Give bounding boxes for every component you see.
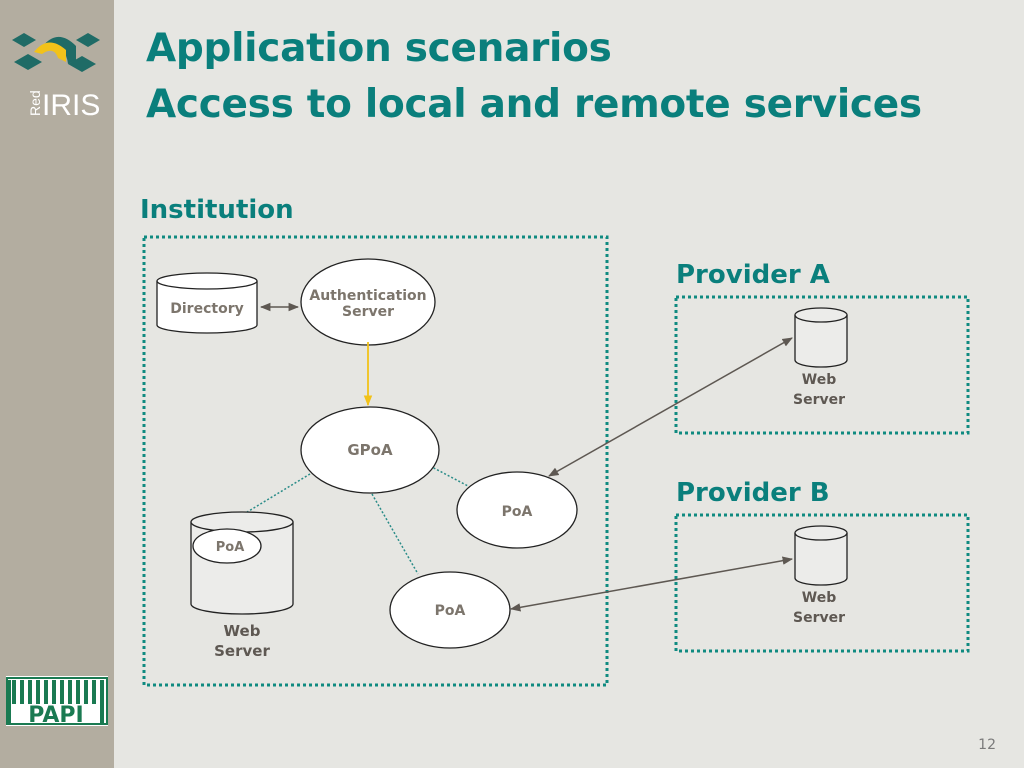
auth-server-label-line1: Authentication <box>309 288 426 304</box>
auth-server-label-line2: Server <box>342 304 394 320</box>
provider-b-server-label-line1: Web <box>802 590 836 606</box>
directory-label: Directory <box>170 301 243 317</box>
page-number: 12 <box>978 737 996 753</box>
papi-text: PAPI <box>28 703 83 726</box>
embedded-poa-label: PoA <box>216 540 245 555</box>
slide-title-line2: Access to local and remote services <box>146 82 922 127</box>
local-web-server-label-line1: Web <box>224 622 261 640</box>
directory-node[interactable]: Directory <box>156 272 258 334</box>
logo-diamond-right <box>76 33 100 47</box>
papi-logo: PAPI <box>6 676 108 726</box>
gpoa-node[interactable]: GPoA <box>300 406 440 494</box>
embedded-poa-node[interactable]: PoA <box>192 528 262 564</box>
provider-a-server-label-line1: Web <box>802 372 836 388</box>
gpoa-label: GPoA <box>347 441 393 459</box>
provider-a-label: Provider A <box>676 260 830 290</box>
gpoa-to-right-poa-link <box>429 465 469 487</box>
gpoa-to-embedded-poa-link <box>223 473 311 527</box>
provider-b-web-server-node[interactable]: Web Server <box>793 525 848 626</box>
logo-red-text: Red <box>27 90 43 116</box>
institution-label: Institution <box>140 195 294 225</box>
gpoa-to-bottom-poa-link <box>371 493 419 575</box>
poa-bottom-node[interactable]: PoA <box>389 571 511 649</box>
logo-arch-yellow <box>34 42 66 62</box>
poa-bottom-label: PoA <box>435 603 466 619</box>
logo-diamond-left <box>12 33 36 47</box>
poa-right-label: PoA <box>502 504 533 520</box>
logo-iris-text: IRIS <box>42 89 100 122</box>
provider-b-server-label-line2: Server <box>793 610 845 626</box>
poa-right-node[interactable]: PoA <box>456 471 578 549</box>
sidebar <box>0 0 114 768</box>
rediris-logo: Red IRIS <box>12 33 100 122</box>
poa-bottom-provider-b-arrow <box>509 556 794 612</box>
slide-title-line1: Application scenarios <box>146 26 612 71</box>
poa-right-provider-a-arrow <box>548 337 793 477</box>
provider-b-label: Provider B <box>676 478 830 508</box>
logo-diamond-bottom-left <box>14 54 42 70</box>
provider-a-server-label-line2: Server <box>793 392 845 408</box>
local-web-server-label-line2: Server <box>214 642 270 660</box>
authentication-server-node[interactable]: Authentication Server <box>300 258 436 346</box>
provider-a-web-server-node[interactable]: Web Server <box>793 307 848 408</box>
